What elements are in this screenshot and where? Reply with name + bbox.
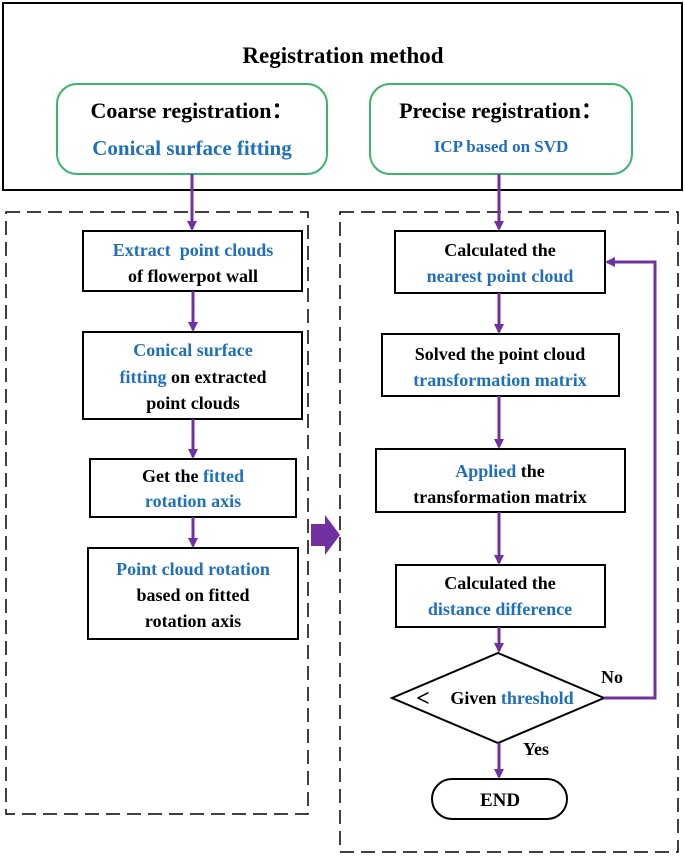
- fitting-span: fitting: [120, 367, 167, 387]
- solve-text-2: transformation matrix: [413, 370, 586, 390]
- registration-method-box: [2, 2, 683, 191]
- on-extracted-span: on extracted: [167, 367, 267, 387]
- rotation-text-2: based on fitted: [136, 585, 249, 605]
- conical-surface-fitting-box: [82, 331, 303, 420]
- rotation-text-1: Point cloud rotation: [116, 559, 270, 579]
- given-span: Given: [450, 688, 501, 708]
- conical-surface-text-3: point clouds: [146, 393, 240, 413]
- coarse-dashed-container: [5, 211, 309, 815]
- extract-point-clouds-box: [82, 230, 303, 292]
- get-the-span: Get the: [142, 466, 203, 486]
- conical-surface-fitting-label: Conical surface fitting: [92, 136, 292, 160]
- precise-registration-label: Precise registration：: [399, 98, 603, 123]
- extract-point-clouds-text-2: of flowerpot wall: [128, 266, 258, 286]
- icp-svd-label: ICP based on SVD: [434, 137, 569, 156]
- distance-text-1: Calculated the: [444, 573, 556, 593]
- conical-surface-text-2: fitting on extracted: [120, 367, 267, 387]
- distance-text-2: distance difference: [428, 599, 572, 619]
- apply-text-1: Applied the: [455, 461, 545, 481]
- precise-dashed-container: [339, 211, 679, 853]
- coarse-registration-label: Coarse registration：: [90, 98, 293, 123]
- applied-span: Applied: [455, 461, 516, 481]
- end-label: END: [480, 790, 520, 811]
- arrow-no-loop-back: [604, 257, 657, 700]
- flow-arrows: [187, 174, 657, 779]
- apply-text-2: transformation matrix: [413, 487, 586, 507]
- fitted-rotation-axis-box: [89, 458, 297, 518]
- nearest-text-2: nearest point cloud: [427, 266, 574, 286]
- no-label: No: [601, 667, 623, 687]
- given-threshold-text: Given threshold: [450, 688, 573, 708]
- transformation-matrix-solve-box: [381, 333, 620, 397]
- extract-point-clouds-text-1: Extract point clouds: [113, 240, 274, 260]
- fitted-span: fitted: [203, 466, 244, 486]
- threshold-span: threshold: [501, 688, 574, 708]
- rotation-text-3: rotation axis: [145, 611, 241, 631]
- nearest-text-1: Calculated the: [444, 240, 556, 260]
- solve-text-1: Solved the point cloud: [415, 344, 586, 364]
- fitted-axis-text-1: Get the fitted: [142, 466, 244, 486]
- conical-surface-text-1: Conical surface: [133, 340, 252, 360]
- fitted-axis-text-2: rotation axis: [145, 491, 241, 511]
- registration-method-title: Registration method: [242, 43, 443, 68]
- point-cloud-rotation-box: [87, 547, 299, 640]
- end-terminator: [431, 778, 568, 820]
- block-arrow-right: [311, 515, 340, 555]
- precise-registration-box: [369, 83, 633, 175]
- less-than-symbol: <: [416, 686, 430, 712]
- yes-label: Yes: [523, 739, 549, 759]
- the-span: the: [516, 461, 545, 481]
